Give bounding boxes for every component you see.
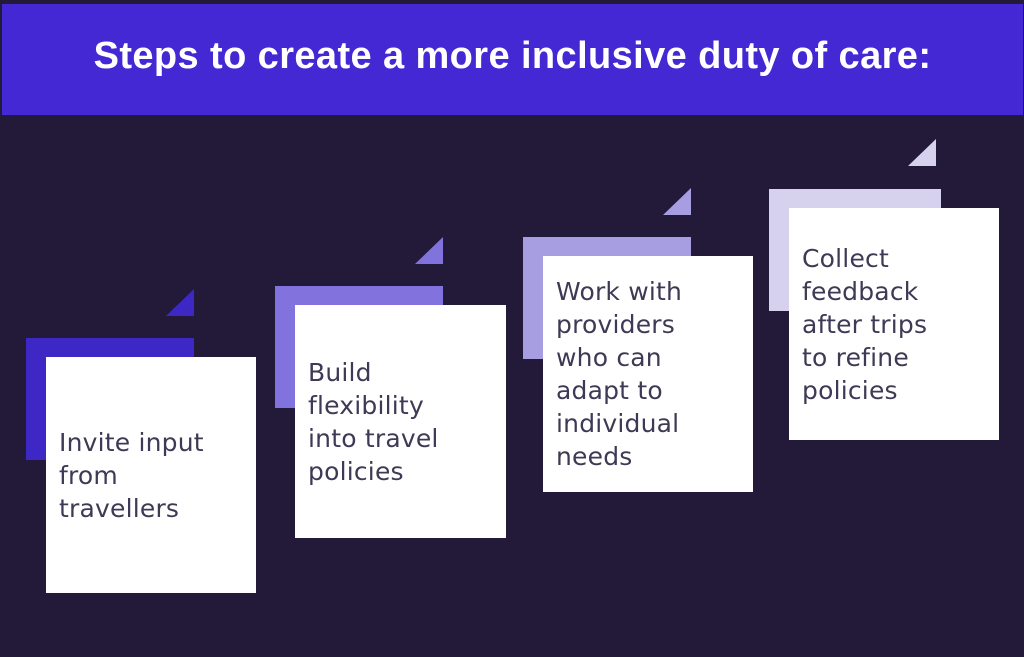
- triangle-accent-icon: [908, 139, 936, 166]
- step-label: Collect feedback after trips to refine p…: [802, 243, 928, 405]
- step-card: Invite input from travellers: [46, 357, 256, 593]
- page-title: Steps to create a more inclusive duty of…: [93, 35, 932, 77]
- step-label: Build flexibility into travel policies: [308, 357, 439, 486]
- triangle-accent-icon: [166, 289, 194, 316]
- header-banner: Steps to create a more inclusive duty of…: [2, 4, 1023, 115]
- step-card: Build flexibility into travel policies: [295, 305, 506, 538]
- step-label: Invite input from travellers: [59, 427, 204, 523]
- triangle-accent-icon: [415, 237, 443, 264]
- step-card: Collect feedback after trips to refine p…: [789, 208, 999, 440]
- step-card: Work with providers who can adapt to ind…: [543, 256, 753, 492]
- step-label: Work with providers who can adapt to ind…: [556, 277, 683, 471]
- triangle-accent-icon: [663, 188, 691, 215]
